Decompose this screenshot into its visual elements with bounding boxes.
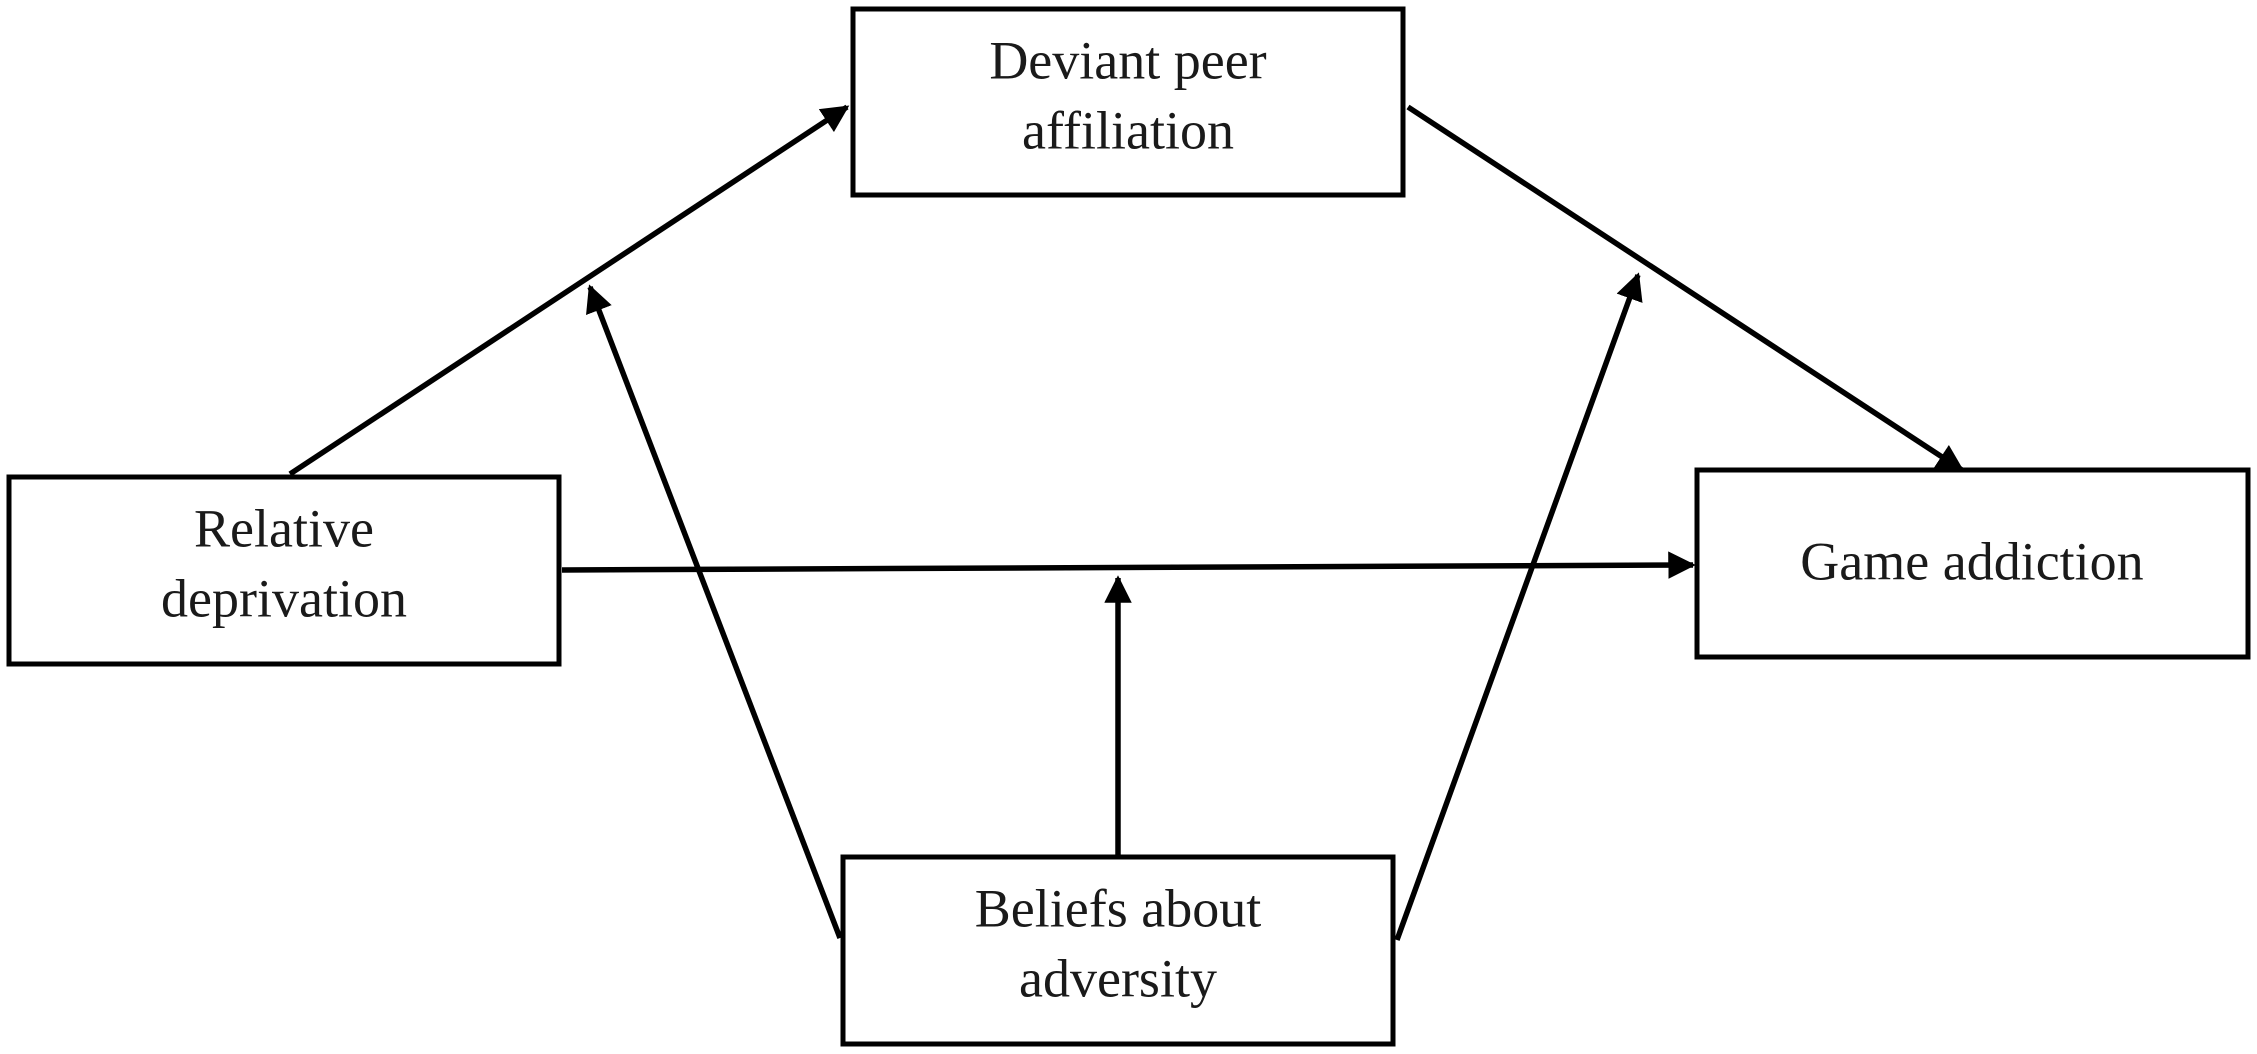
node-deviant-peer-affiliation: Deviant peer affiliation bbox=[850, 6, 1406, 198]
node-label-line2: adversity bbox=[1019, 948, 1217, 1008]
edges bbox=[288, 104, 1965, 941]
node-label-line1: Game addiction bbox=[1800, 531, 2143, 591]
node-box bbox=[6, 474, 562, 667]
node-label-line1: Deviant peer bbox=[989, 30, 1266, 90]
node-label-line2: deprivation bbox=[161, 568, 407, 628]
node-beliefs-about-adversity: Beliefs about adversity bbox=[840, 854, 1396, 1047]
node-box bbox=[1694, 467, 2251, 660]
node-label-line2: affiliation bbox=[1022, 100, 1234, 160]
arrow-deviant-to-game bbox=[1406, 104, 1965, 473]
arrow-beliefs-to-path-a bbox=[586, 284, 843, 939]
node-label-line1: Relative bbox=[194, 498, 374, 558]
arrow-relative-to-game bbox=[561, 551, 1696, 579]
node-label-line1: Beliefs about bbox=[975, 878, 1261, 938]
node-box bbox=[850, 6, 1406, 198]
node-box bbox=[840, 854, 1396, 1047]
arrow-beliefs-to-path-b bbox=[1394, 272, 1643, 941]
arrow-relative-to-deviant bbox=[288, 104, 850, 477]
node-relative-deprivation: Relative deprivation bbox=[6, 474, 562, 667]
node-game-addiction: Game addiction bbox=[1694, 467, 2251, 660]
